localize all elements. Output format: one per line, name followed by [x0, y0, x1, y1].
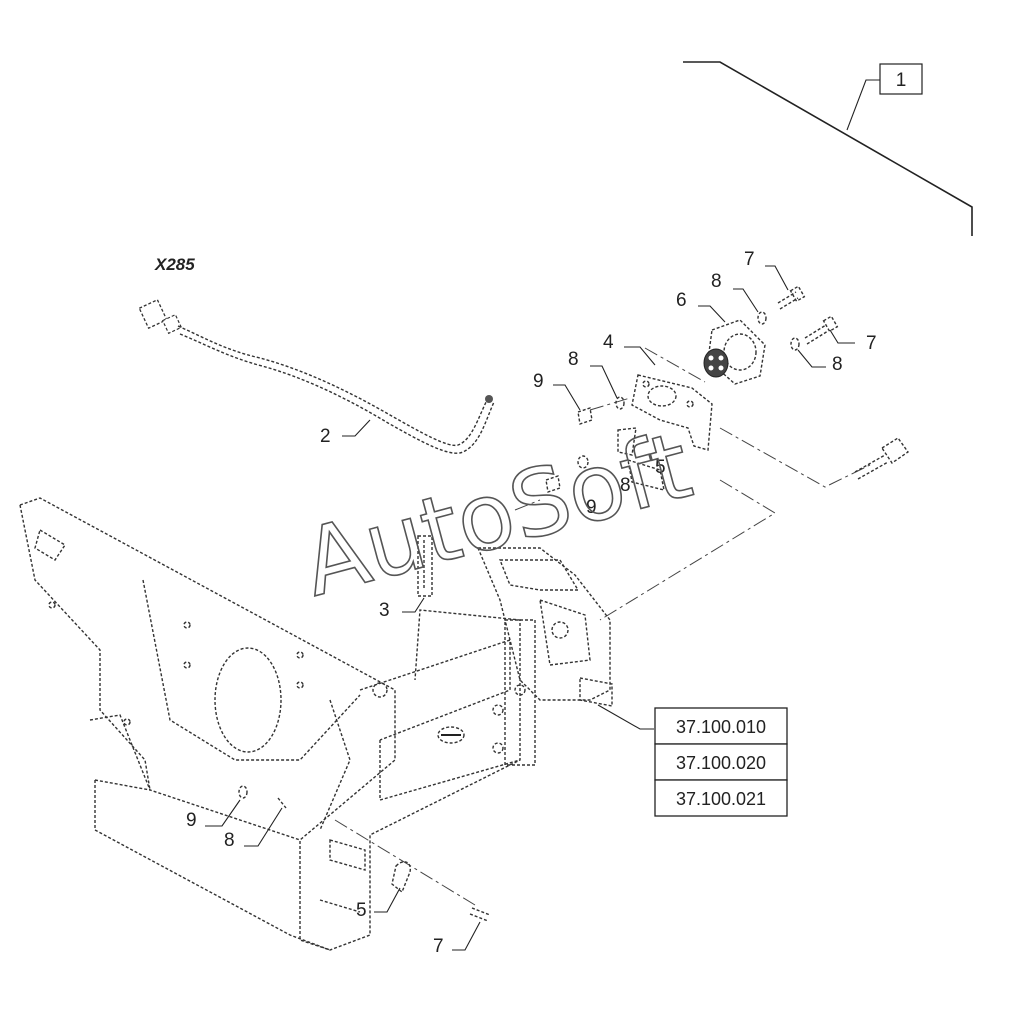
callout-clip-upper: 5: [655, 457, 666, 478]
callout-washer-mid: 8: [620, 475, 631, 496]
centerline-mount: [599, 479, 776, 621]
centerline-lower: [334, 819, 476, 906]
wire-harness: [138, 298, 495, 454]
assembly-ref-label: 1: [896, 70, 907, 91]
callout-clip-lower: 5: [356, 900, 367, 921]
section-ref-2[interactable]: 37.100.020: [676, 753, 766, 773]
callout-bolt-bottom: 7: [433, 936, 444, 957]
section-ref-1[interactable]: 37.100.010: [676, 717, 766, 737]
centerline-bolt: [719, 427, 871, 488]
callout-plate: 4: [603, 332, 614, 353]
long-bolt: [854, 437, 909, 480]
callout-leaders: [205, 265, 855, 951]
callout-washer-right: 8: [832, 354, 843, 375]
callout-washer-bottom: 8: [224, 830, 235, 851]
socket: [703, 319, 766, 385]
callout-wire-harness: 2: [320, 426, 331, 447]
connector-label: X285: [154, 255, 195, 274]
callout-bolt-right: 7: [866, 333, 877, 354]
callout-pin: 3: [379, 600, 390, 621]
callout-bolt-top: 7: [744, 249, 755, 270]
callout-nut-bottom: 9: [186, 810, 197, 831]
hitch-assembly: [476, 547, 613, 766]
assembly-frame-line: [683, 61, 973, 236]
centerline-socket: [644, 347, 706, 383]
callout-washer-left: 8: [568, 349, 579, 370]
section-ref-table: [654, 707, 788, 817]
hardware-small: [238, 285, 839, 922]
section-ref-3[interactable]: 37.100.021: [676, 789, 766, 809]
callout-nut-mid: 9: [586, 497, 597, 518]
callout-socket: 6: [676, 290, 687, 311]
watermark: AutoSoft: [292, 412, 701, 618]
callout-nut-left: 9: [533, 371, 544, 392]
centerline-pin: [514, 499, 541, 511]
mounting-plate: [631, 374, 713, 451]
main-frame: [19, 497, 521, 951]
callout-washer-top: 8: [711, 271, 722, 292]
